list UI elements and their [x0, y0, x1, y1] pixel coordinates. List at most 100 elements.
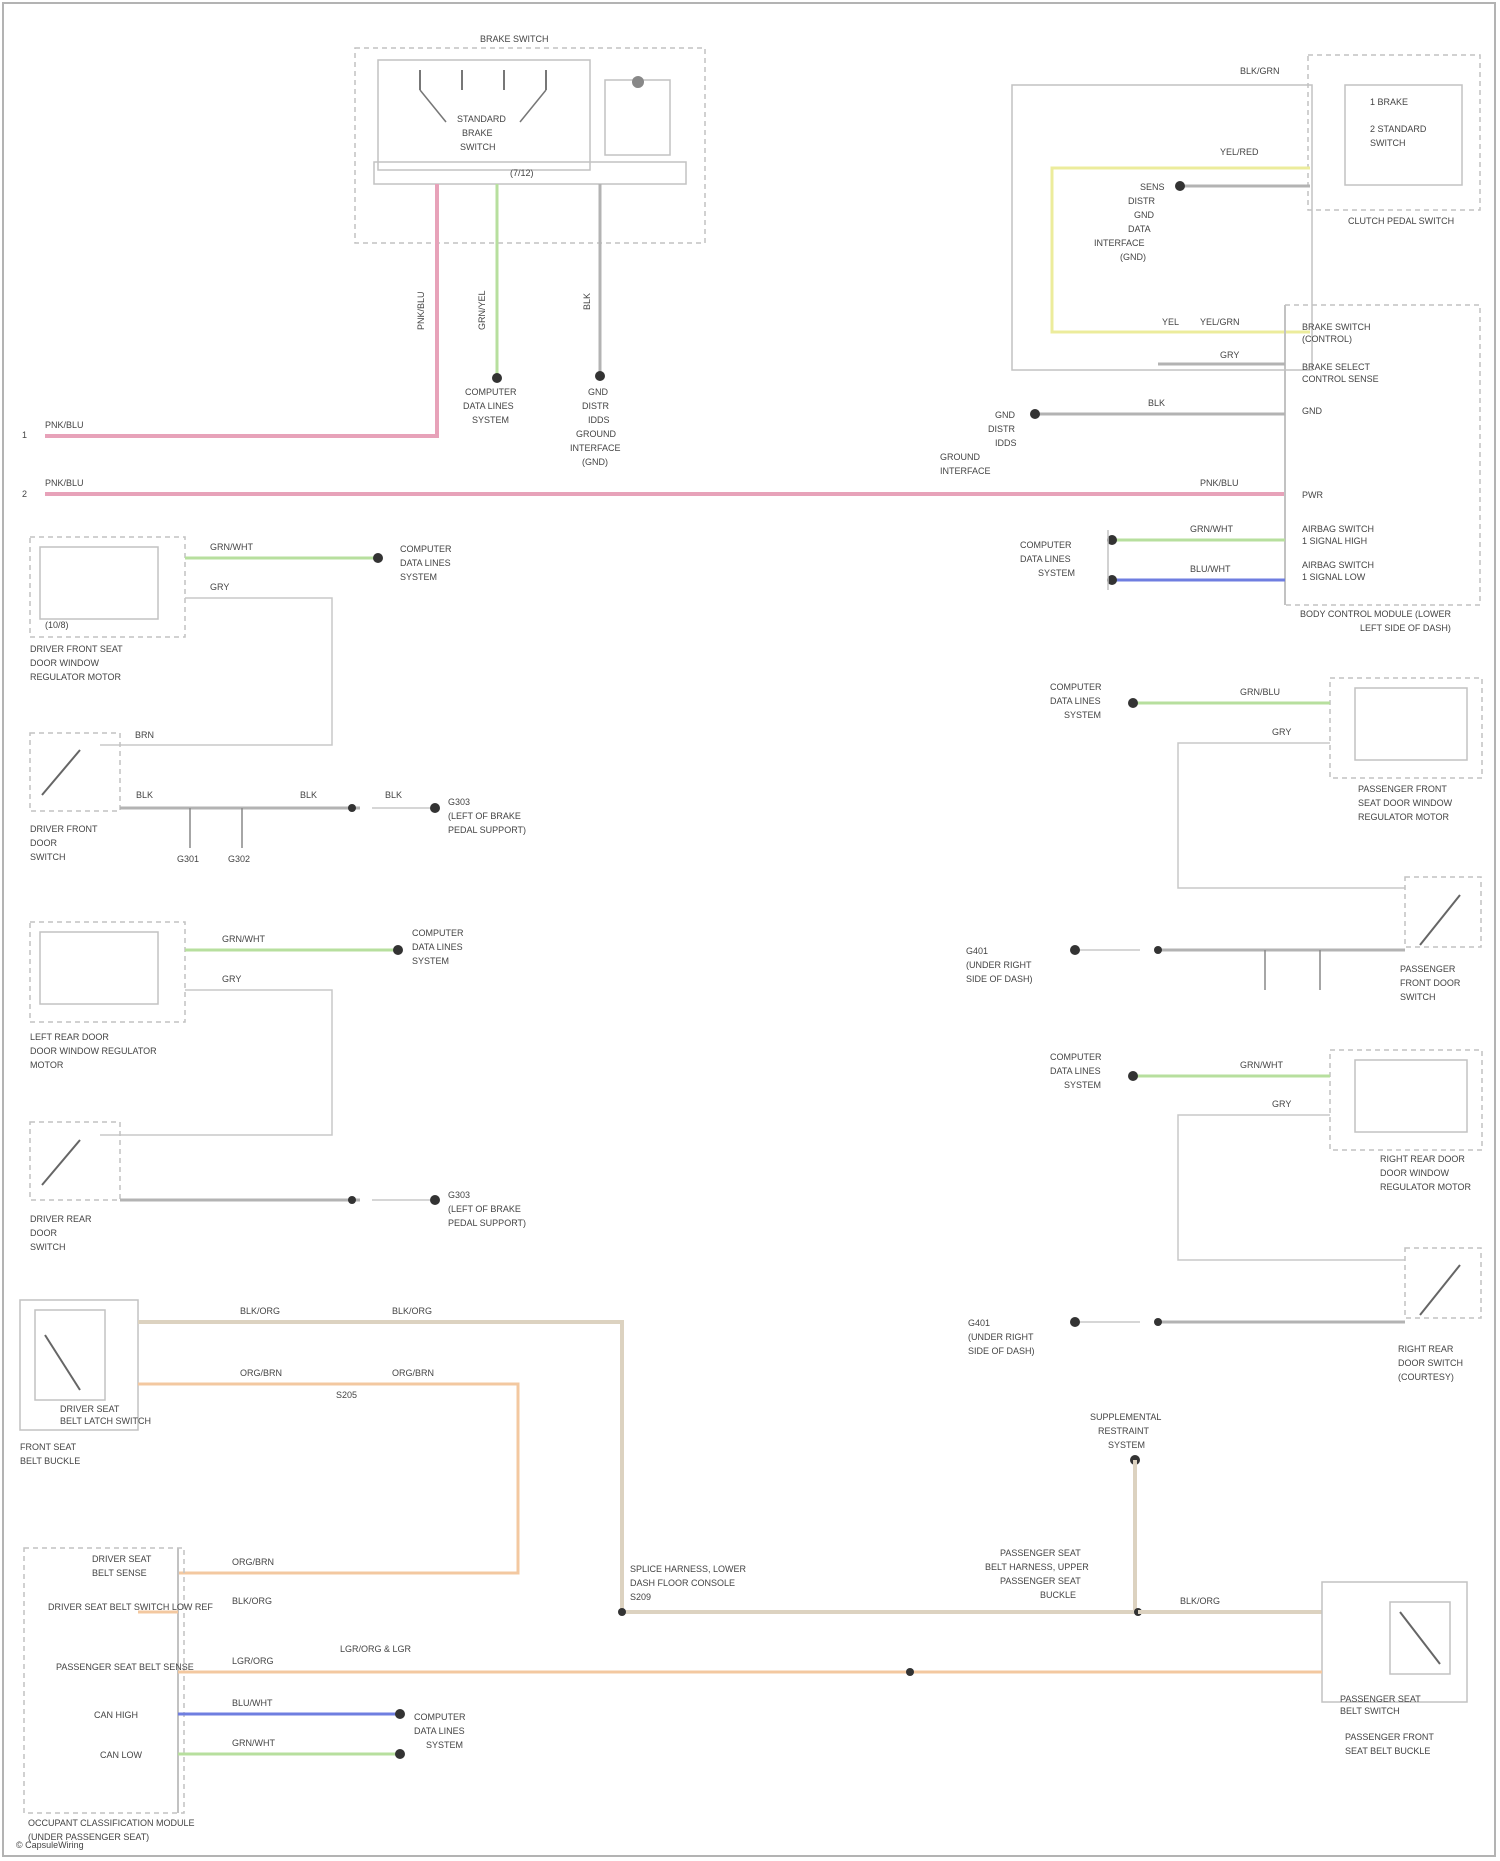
rrd-cdl-3: SYSTEM — [1064, 1080, 1101, 1090]
dfd-switch-dest-3: PEDAL SUPPORT) — [448, 825, 526, 835]
pfd-switch-dest-1: G401 — [966, 946, 988, 956]
brake-switch-title: BRAKE SWITCH — [480, 34, 549, 44]
rrd-title-1: RIGHT REAR DOOR — [1380, 1154, 1465, 1164]
clutch-sub-1: 1 BRAKE — [1370, 97, 1408, 107]
dfd-cdl-3: SYSTEM — [400, 572, 437, 582]
srs-2: RESTRAINT — [1098, 1426, 1150, 1436]
bcm-wire-5: GRN/WHT — [1190, 524, 1233, 534]
dfd-title-2: DOOR WINDOW — [30, 658, 99, 668]
rrd-switch-dest-2: (UNDER RIGHT — [968, 1332, 1034, 1342]
dfd-w1: GRN/WHT — [210, 542, 253, 552]
clutch-sub-2: 2 STANDARD — [1370, 124, 1427, 134]
seat-driver-title-1: DRIVER SEAT — [60, 1404, 120, 1414]
clutch-sub-3: SWITCH — [1370, 138, 1406, 148]
brake-switch-inner-3: SWITCH — [460, 142, 496, 152]
clutch-yel-wire — [1052, 168, 1310, 332]
bcm-left-4: GROUND — [940, 452, 980, 462]
brake-wire-left-label: PNK/BLU — [416, 291, 426, 330]
rrd-switch-title-3: (COURTESY) — [1398, 1372, 1454, 1382]
seat-w1-b: BLK/ORG — [392, 1306, 432, 1316]
seat-splice-3: S209 — [630, 1592, 651, 1602]
rrd-cdl-2: DATA LINES — [1050, 1066, 1101, 1076]
bcm-wire-6: BLU/WHT — [1190, 564, 1231, 574]
bcm-cdl-3: SYSTEM — [1038, 568, 1075, 578]
ocm-cdl-1: COMPUTER — [414, 1712, 466, 1722]
dfd-title-1: DRIVER FRONT SEAT — [30, 644, 123, 654]
ocm-title-1: OCCUPANT CLASSIFICATION MODULE — [28, 1818, 195, 1828]
dfd-switch-title-2: DOOR — [30, 838, 58, 848]
brake-wire-right-label: BLK — [582, 293, 592, 310]
ocm-mid: LGR/ORG & LGR — [340, 1644, 412, 1654]
ocm-pin-1b: BELT SENSE — [92, 1568, 147, 1578]
right-rear-door-motor: RIGHT REAR DOOR DOOR WINDOW REGULATOR MO… — [1330, 1050, 1482, 1192]
brake-dest-right-3: IDDS — [588, 415, 610, 425]
rrd-gry-wire — [1178, 1115, 1405, 1260]
bcm-left-3: IDDS — [995, 438, 1017, 448]
ocm-w1: ORG/BRN — [232, 1557, 274, 1567]
lrd-cdl-2: DATA LINES — [412, 942, 463, 952]
seat-w1-a: BLK/ORG — [240, 1306, 280, 1316]
clutch-line-4: DATA — [1128, 224, 1151, 234]
bcm-pin-4: PWR — [1302, 490, 1323, 500]
lrd-cdl-3: SYSTEM — [412, 956, 449, 966]
seat-splice-1: SPLICE HARNESS, LOWER — [630, 1564, 747, 1574]
lrd-switch-title-3: SWITCH — [30, 1242, 66, 1252]
clutch-title: CLUTCH PEDAL SWITCH — [1348, 216, 1454, 226]
bcm-left-1: GND — [995, 410, 1016, 420]
dfd-switch-lbl-3: BLK — [385, 790, 402, 800]
bcm-pin-1a: BRAKE SWITCH — [1302, 322, 1371, 332]
lrd-w2: GRY — [222, 974, 241, 984]
lrd-title-1: LEFT REAR DOOR — [30, 1032, 109, 1042]
pfd-cdl-3: SYSTEM — [1064, 710, 1101, 720]
dfd-switch-gnd-2: G302 — [228, 854, 250, 864]
ocm-w3: LGR/ORG — [232, 1656, 274, 1666]
pass-w1: BLK/ORG — [1180, 1596, 1220, 1606]
bcm-pin-1b: (CONTROL) — [1302, 334, 1352, 344]
switch-pivot-icon — [632, 76, 644, 88]
rrd-w2: GRY — [1272, 1099, 1291, 1109]
body-control-module: BRAKE SWITCH (CONTROL) BRAKE SELECT CONT… — [1285, 305, 1480, 633]
right-rear-door-switch: RIGHT REAR DOOR SWITCH (COURTESY) — [1398, 1248, 1481, 1382]
pfd-switch-title-3: SWITCH — [1400, 992, 1436, 1002]
pass-title-2: SEAT BELT BUCKLE — [1345, 1746, 1430, 1756]
passenger-seat-belt-buckle: PASSENGER SEAT BELT SWITCH PASSENGER FRO… — [1322, 1582, 1467, 1756]
ocm-pin-1a: DRIVER SEAT — [92, 1554, 152, 1564]
bcm-pin-2b: CONTROL SENSE — [1302, 374, 1379, 384]
pfd-switch-title-1: PASSENGER — [1400, 964, 1456, 974]
lrd-switch-dest-2: (LEFT OF BRAKE — [448, 1204, 521, 1214]
ocm-cdl-2: DATA LINES — [414, 1726, 465, 1736]
ocm-w2: BLK/ORG — [232, 1596, 272, 1606]
dfd-cdl-1: COMPUTER — [400, 544, 452, 554]
pfd-cdl-1: COMPUTER — [1050, 682, 1102, 692]
dfd-switch-lbl-1: BLK — [136, 790, 153, 800]
dfd-title-3: REGULATOR MOTOR — [30, 672, 122, 682]
lrd-switch-dest-3: PEDAL SUPPORT) — [448, 1218, 526, 1228]
pass-splice-1: PASSENGER SEAT — [1000, 1548, 1081, 1558]
lrd-switch-dest-1: G303 — [448, 1190, 470, 1200]
pass-splice-2: BELT HARNESS, UPPER — [985, 1562, 1089, 1572]
brake-wire-mid-label: GRN/YEL — [477, 290, 487, 330]
dfd-switch-dest-1: G303 — [448, 797, 470, 807]
left-feed-label-2: PNK/BLU — [45, 478, 84, 488]
driver-seat-belt-switch: DRIVER SEAT BELT LATCH SWITCH FRONT SEAT… — [20, 1300, 151, 1466]
dfd-w2: GRY — [210, 582, 229, 592]
pfd-w2: GRY — [1272, 727, 1291, 737]
lrd-cdl-1: COMPUTER — [412, 928, 464, 938]
seat-driver-sub-1: FRONT SEAT — [20, 1442, 77, 1452]
bcm-title-1: BODY CONTROL MODULE (LOWER — [1300, 609, 1452, 619]
brake-switch-component: BRAKE SWITCH (7/12) STANDARD BRAKE SWITC… — [355, 34, 705, 243]
pass-inner-2: BELT SWITCH — [1340, 1706, 1400, 1716]
dfd-switch-title-1: DRIVER FRONT — [30, 824, 98, 834]
footer-credit: © CapsuleWiring — [16, 1840, 84, 1850]
ocm-cdl-3: SYSTEM — [426, 1740, 463, 1750]
seat-splice-2: DASH FLOOR CONSOLE — [630, 1578, 735, 1588]
lrd-switch-title-1: DRIVER REAR — [30, 1214, 92, 1224]
pass-inner-1: PASSENGER SEAT — [1340, 1694, 1421, 1704]
brake-dest-right-4: GROUND — [576, 429, 616, 439]
seat-w2-b: ORG/BRN — [392, 1368, 434, 1378]
seat-splice-top: S205 — [336, 1390, 357, 1400]
clutch-line-5: INTERFACE — [1094, 238, 1145, 248]
brake-dest-mid-1: COMPUTER — [465, 387, 517, 397]
brake-dest-right-6: (GND) — [582, 457, 608, 467]
